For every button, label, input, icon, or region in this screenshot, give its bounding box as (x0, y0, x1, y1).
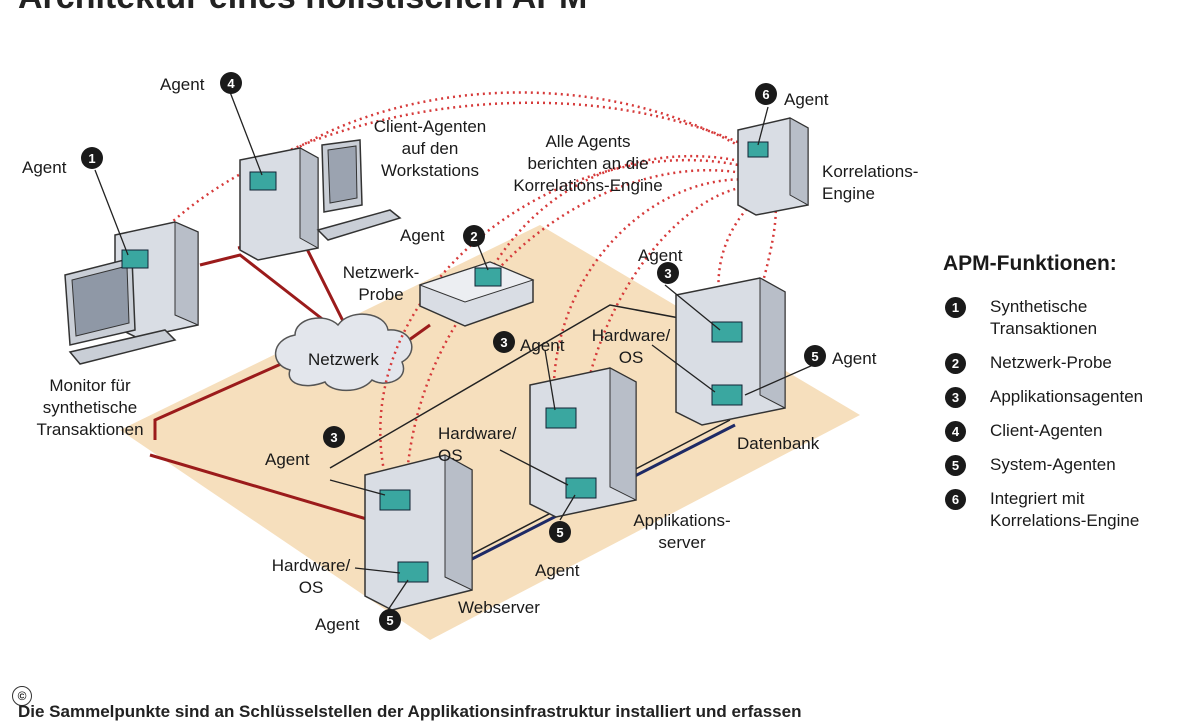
badge-5-app: 5 (556, 525, 563, 540)
legend-text: Client-Agenten (990, 421, 1103, 440)
copyright-mark: © (12, 686, 32, 706)
label-all-agents: Alle Agents berichten an die Korrelation… (513, 132, 663, 195)
badge-2: 2 (470, 229, 477, 244)
label-hardware-os-db: Hardware/ OS (591, 326, 671, 367)
network-cloud (274, 313, 413, 392)
label-database: Datenbank (737, 434, 820, 453)
badge-3-web: 3 (330, 430, 337, 445)
legend-item: 2 Netzwerk-Probe (945, 352, 1195, 374)
legend-number-badge: 5 (945, 455, 966, 476)
label-hardware-os-app: Hardware/ OS (438, 424, 517, 465)
label-correlation-engine: Korrelations- Engine (822, 162, 919, 203)
label-agent-3-db: Agent (638, 246, 683, 265)
number-badges: 1 4 6 2 3 5 3 3 5 5 (81, 72, 826, 631)
badge-1: 1 (88, 151, 95, 166)
caption: Die Sammelpunkte sind an Schlüsselstelle… (18, 702, 802, 721)
legend-number-badge: 6 (945, 489, 966, 510)
database-server (675, 277, 786, 426)
correlation-engine-server (737, 117, 809, 216)
label-network-probe: Netzwerk- Probe (342, 263, 420, 304)
legend-number-badge: 2 (945, 353, 966, 374)
label-connectors (94, 91, 814, 611)
web-server (364, 454, 473, 611)
infrastructure-floor (120, 225, 860, 640)
badge-3-db: 3 (664, 266, 671, 281)
legend-item: 5 System-Agenten (945, 454, 1195, 476)
application-server (529, 367, 637, 518)
legend-number-badge: 4 (945, 421, 966, 442)
legend-text: Synthetische Transaktionen (990, 297, 1098, 338)
label-network: Netzwerk (308, 350, 379, 369)
legend-number-badge: 1 (945, 297, 966, 318)
label-agent-5-db: Agent (832, 349, 877, 368)
label-webserver: Webserver (458, 598, 540, 617)
legend-text: Applikationsagenten (990, 387, 1144, 406)
legend-text: Netzwerk-Probe (990, 353, 1112, 372)
label-agent-5-app: Agent (535, 561, 580, 580)
legend-item: 4 Client-Agenten (945, 420, 1195, 442)
badge-3-app: 3 (500, 335, 507, 350)
label-hardware-os-web: Hardware/ OS (271, 556, 351, 597)
label-agent-5-web: Agent (315, 615, 360, 634)
legend-title: APM-Funktionen: (943, 252, 1117, 275)
label-agent-3-app: Agent (520, 336, 565, 355)
legend-item: 6 Integriert mit Korrelations-Engine (945, 488, 1195, 532)
monitor-workstation (64, 221, 199, 365)
label-agent-4: Agent (160, 75, 205, 94)
legend: 1 Synthetische Transaktionen 2 Netzwerk-Pro… (945, 296, 1195, 544)
legend-number-badge: 3 (945, 387, 966, 408)
legend-item: 1 Synthetische Transaktionen (945, 296, 1195, 340)
legend-item: 3 Applikationsagenten (945, 386, 1195, 408)
legend-text: System-Agenten (990, 455, 1116, 474)
label-agent-6: Agent (784, 90, 829, 109)
diagram-title: Architektur eines holistischen APM (18, 0, 587, 17)
badge-4: 4 (227, 76, 235, 91)
legend-text: Integriert mit Korrelations-Engine (990, 489, 1140, 530)
badge-5-db: 5 (811, 349, 818, 364)
badge-6: 6 (762, 87, 769, 102)
label-agent-2: Agent (400, 226, 445, 245)
client-workstation (239, 139, 402, 261)
badge-5-web: 5 (386, 613, 393, 628)
network-probe-device (418, 261, 535, 327)
label-app-server: Applikations- server (633, 511, 731, 552)
label-agent-3-web: Agent (265, 450, 310, 469)
label-agent-1: Agent (22, 158, 67, 177)
label-client-agents: Client-Agenten auf den Workstations (373, 117, 487, 180)
label-monitor: Monitor für synthetische Transaktionen (36, 376, 144, 439)
